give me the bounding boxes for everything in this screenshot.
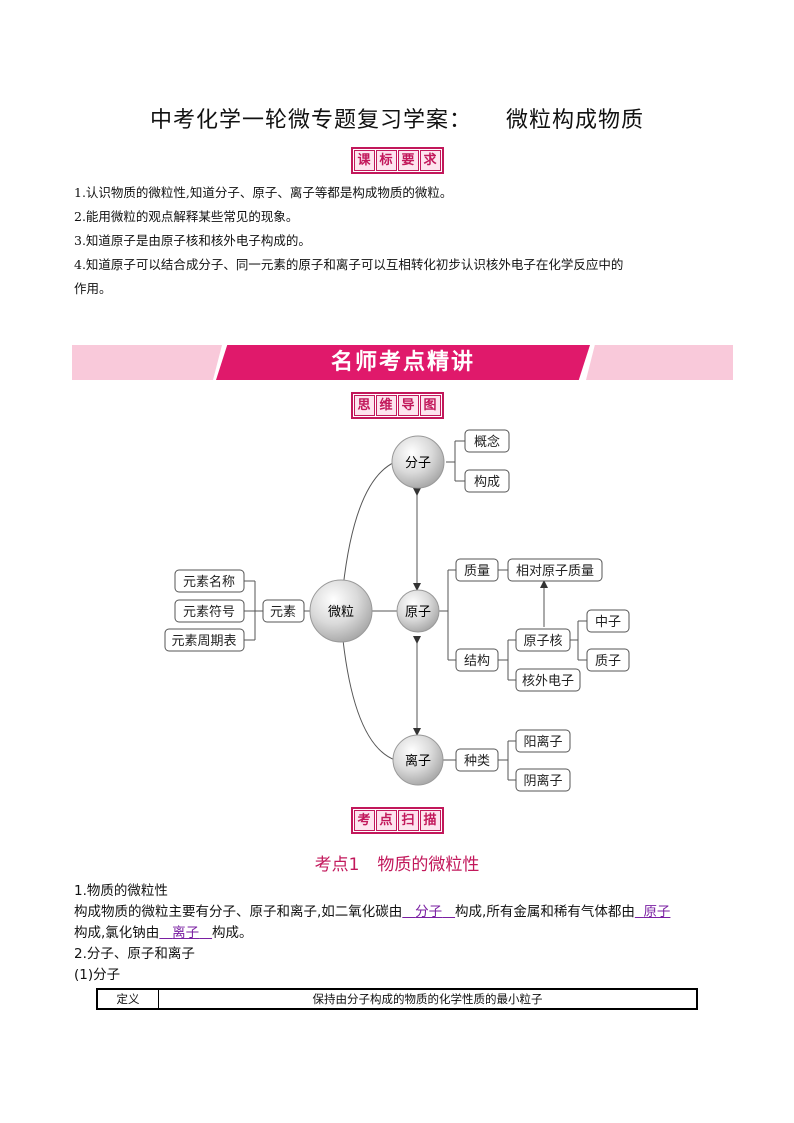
requirement-item: 1.认识物质的微粒性,知道分子、原子、离子等都是构成物质的微粒。 [74, 185, 453, 200]
node-concept: 概念 [474, 434, 500, 450]
text-run: 构成。 [212, 925, 253, 941]
node-neutron: 中子 [595, 615, 621, 630]
keypoint-name: 物质的微粒性 [377, 855, 480, 875]
node-composition: 构成 [474, 475, 500, 490]
text-run: 构成,所有金属和稀有气体都由 [455, 904, 635, 920]
section1-line2: 构成,氯化钠由 离子 构成。 [74, 923, 734, 944]
svg-text:原子: 原子 [405, 605, 431, 620]
banner-left-stripe [72, 345, 222, 380]
requirement-item: 4.知道原子可以结合成分子、同一元素的原子和离子可以互相转化初步认识核外电子在化… [74, 257, 624, 272]
scan-tag: 考点扫描 [0, 807, 794, 834]
blank-answer-text: 原子 [643, 904, 671, 920]
blank-answer-text: 分子 [415, 904, 443, 920]
tag-char: 点 [375, 810, 397, 831]
title-main: 中考化学一轮微专题复习学案： [149, 108, 472, 133]
section-banner: 名师考点精讲 [72, 345, 733, 380]
blank-answer-text: 离子 [172, 925, 200, 941]
definition-value: 保持由分子构成的物质的化学性质的最小粒子 [312, 992, 543, 1006]
tag-char: 维 [375, 395, 397, 416]
tag-char: 图 [419, 395, 441, 416]
section1-heading: 1.物质的微粒性 [74, 883, 168, 899]
node-nucleus: 原子核 [523, 634, 562, 649]
tag-char: 考 [353, 810, 375, 831]
title-topic: 微粒构成物质 [506, 108, 645, 133]
ball-molecule: 分子 [391, 435, 445, 489]
mindmap-tag: 思维导图 [0, 392, 794, 419]
curriculum-tag: 课标要求 [0, 147, 794, 174]
blank-answer: 原子 [635, 904, 671, 920]
keypoint-label: 考点1 [314, 855, 360, 875]
node-element: 元素 [270, 605, 296, 620]
node-structure: 结构 [464, 654, 490, 669]
tag-char: 描 [419, 810, 441, 831]
page-title: 中考化学一轮微专题复习学案： 微粒构成物质 [0, 102, 794, 134]
tag-char: 课 [353, 150, 375, 171]
node-electrons: 核外电子 [522, 674, 574, 689]
section2-heading: 2.分子、原子和离子 [74, 946, 195, 962]
node-kind: 种类 [464, 754, 490, 769]
requirement-item: 2.能用微粒的观点解释某些常见的现象。 [74, 209, 299, 224]
node-relative-atomic-mass: 相对原子质量 [516, 564, 594, 579]
node-element-name: 元素名称 [183, 574, 235, 590]
curve-particle-molecule [342, 461, 396, 589]
requirement-item: 3.知道原子是由原子核和核外电子构成的。 [74, 233, 311, 248]
curve-particle-ion [342, 639, 396, 761]
ball-ion: 离子 [392, 734, 444, 786]
tag-char: 要 [397, 150, 419, 171]
blank-answer: 分子 [402, 904, 455, 920]
tag-char: 导 [397, 395, 419, 416]
section1-line1: 构成物质的微粒主要有分子、原子和离子,如二氧化碳由 分子 构成,所有金属和稀有气… [74, 902, 734, 923]
section2-sub: (1)分子 [74, 967, 121, 983]
ball-particle: 微粒 [309, 579, 373, 643]
requirement-item: 作用。 [74, 281, 112, 296]
keypoint-title: 考点1 物质的微粒性 [0, 850, 794, 875]
blank-answer: 离子 [159, 925, 212, 941]
node-cation: 阳离子 [523, 734, 562, 750]
text-run: 构成,氯化钠由 [74, 925, 160, 941]
text-run: 构成物质的微粒主要有分子、原子和离子,如二氧化碳由 [74, 904, 403, 920]
node-periodic-table: 元素周期表 [171, 634, 236, 649]
requirement-list: 1.认识物质的微粒性,知道分子、原子、离子等都是构成物质的微粒。 2.能用微粒的… [74, 181, 724, 301]
banner-title: 名师考点精讲 [216, 345, 590, 380]
node-anion: 阴离子 [523, 773, 562, 789]
tag-char: 思 [353, 395, 375, 416]
tag-char: 求 [419, 150, 441, 171]
tag-char: 标 [375, 150, 397, 171]
svg-text:离子: 离子 [405, 753, 431, 769]
svg-text:分子: 分子 [405, 456, 431, 471]
banner-right-stripe [586, 345, 733, 380]
svg-text:微粒: 微粒 [328, 605, 354, 620]
node-element-symbol: 元素符号 [183, 604, 235, 620]
ball-atom: 原子 [396, 589, 440, 633]
definition-label: 定义 [98, 990, 159, 1008]
node-mass: 质量 [464, 564, 490, 579]
tag-char: 扫 [397, 810, 419, 831]
node-proton: 质子 [595, 654, 621, 669]
definition-table: 定义 保持由分子构成的物质的化学性质的最小粒子 [96, 988, 698, 1010]
section1: 1.物质的微粒性 构成物质的微粒主要有分子、原子和离子,如二氧化碳由 分子 构成… [74, 881, 734, 986]
